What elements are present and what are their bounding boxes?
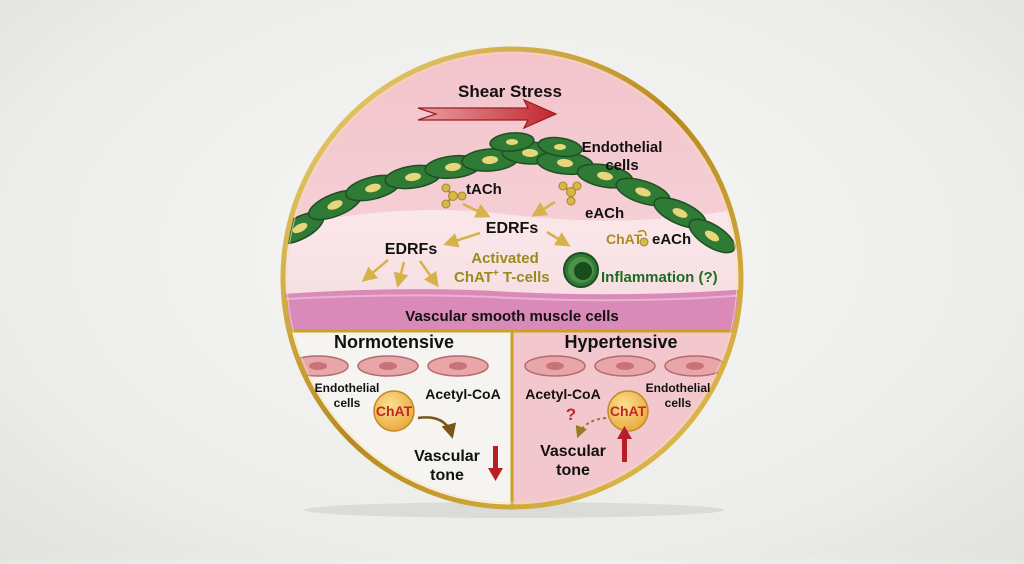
edrf-arrows [361,200,571,288]
tone-down-arrow-icon [488,446,503,481]
each-molecule-icon [558,181,582,206]
normo-acetyl-coa-label: Acetyl-CoA [425,386,500,402]
hyper-question-mark: ? [566,405,576,424]
edrfs-left-label: EDRFs [385,241,438,258]
normo-vascular-label: Vascular [414,448,480,465]
lumen-band [283,205,741,300]
hyper-endothelial-line1: Endothelial [646,381,711,395]
endothelial-cell-layer [283,132,736,254]
hyper-reaction-arrow [575,417,607,439]
hyper-chat-enzyme-icon [607,390,649,432]
each-label: eACh [585,205,624,222]
shear-stress-arrow [417,98,558,130]
normo-tone-label: tone [430,467,464,484]
normo-chat-enzyme-icon [373,390,415,432]
tach-label: tACh [466,181,502,198]
hypertensive-title: Hypertensive [564,332,677,352]
inflammation-label: Inflammation (?) [601,269,718,286]
shear-stress-label: Shear Stress [458,82,562,101]
endothelial-label-line2: cells [605,157,638,174]
t-cell-icon [563,252,599,288]
normo-reaction-arrow [417,416,457,439]
hyper-chat-label: ChAT [610,403,647,419]
gold-frame [280,46,744,510]
normotensive-title: Normotensive [334,332,454,352]
disc-shadow [304,502,724,518]
tach-molecule-icon [441,183,467,209]
hyper-tone-label: tone [556,462,590,479]
normo-endothelial-line2: cells [334,396,361,410]
normo-chat-label: ChAT [376,403,413,419]
hypertensive-endothelial-row [524,355,726,377]
chat-synthesis-icon [637,229,649,247]
chat-top-label: ChAT [606,231,643,247]
activated-label-line1: Activated [471,250,539,267]
tone-up-arrow-icon [617,426,632,462]
edrfs-center-label: EDRFs [486,220,539,237]
vsmc-label: Vascular smooth muscle cells [405,308,618,325]
normo-endothelial-line1: Endothelial [315,381,380,395]
hyper-vascular-label: Vascular [540,443,606,460]
normotensive-endothelial-row [287,355,489,377]
smooth-muscle-band [283,288,741,330]
hyper-acetyl-coa-label: Acetyl-CoA [525,386,600,402]
chat-each-label: eACh [652,231,691,248]
endothelial-label-line1: Endothelial [582,139,663,156]
hyper-endothelial-line2: cells [665,396,692,410]
activated-label-line2: ChAT+ T-cells [454,268,550,286]
